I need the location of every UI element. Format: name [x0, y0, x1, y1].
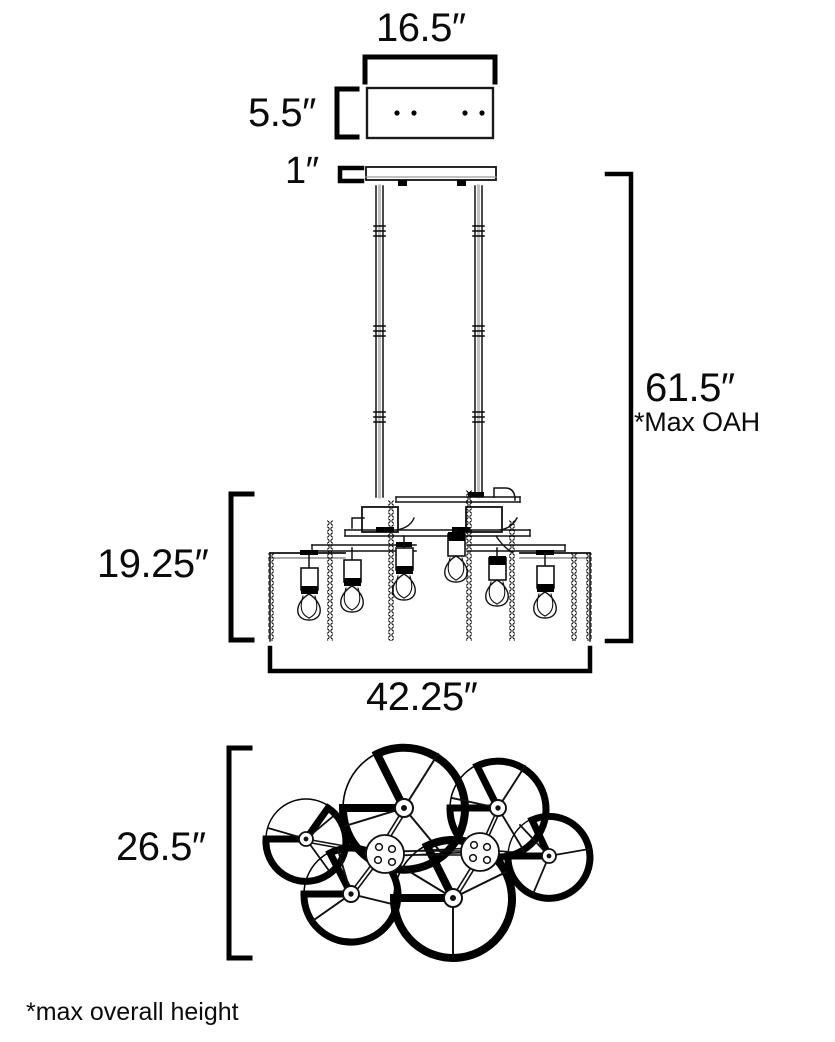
dimension-bracket-61-5 — [604, 171, 634, 644]
dimension-label-canopy-height: 5.5″ — [248, 91, 316, 135]
dimension-label-mounting-bar: 1″ — [285, 150, 319, 192]
plan-shade-6 — [389, 835, 516, 962]
dimension-bracket-5-5 — [334, 86, 360, 140]
dimension-bracket-26-5 — [226, 745, 253, 961]
dimension-label-plan-depth: 26.5″ — [116, 825, 206, 869]
beaded-shade-drapes — [268, 490, 592, 641]
lamp-5 — [485, 547, 509, 607]
lamp-1 — [297, 554, 321, 621]
dimension-label-overall-height: 61.5″ — [645, 366, 735, 410]
downrod-right — [472, 184, 485, 499]
dimension-bracket-16-5 — [362, 54, 498, 85]
lamp-group — [297, 529, 557, 621]
lamp-3 — [392, 535, 416, 601]
dimension-bracket-1 — [337, 165, 365, 184]
plan-view — [262, 743, 594, 962]
dimension-bracket-42-25 — [267, 645, 593, 674]
dimension-bracket-19-25 — [228, 491, 255, 643]
dimension-label-fixture-width: 42.25″ — [366, 675, 478, 719]
downrod-left — [373, 184, 386, 499]
mounting-bar — [365, 166, 497, 186]
plan-hub-right — [460, 832, 500, 872]
dimension-note-max-oah: *Max OAH — [634, 407, 760, 437]
dimension-label-body-height: 19.25″ — [97, 542, 209, 586]
plan-shade-1 — [262, 798, 350, 885]
canopy-screw-dots — [394, 110, 485, 116]
plan-shade-4 — [504, 812, 594, 902]
footnote-max-overall-height: *max overall height — [26, 998, 239, 1026]
canopy-plate — [365, 86, 495, 140]
fixture-lower-tier — [269, 542, 591, 559]
dimension-label-canopy-width: 16.5″ — [376, 6, 466, 50]
shade-outer-edges — [269, 552, 591, 642]
lamp-4 — [444, 529, 468, 583]
plan-center-bar — [403, 850, 462, 856]
lamp-6 — [533, 552, 557, 619]
lamp-2 — [340, 547, 364, 613]
fixture-upper-tier — [344, 487, 531, 553]
plan-hub-left — [365, 834, 405, 874]
